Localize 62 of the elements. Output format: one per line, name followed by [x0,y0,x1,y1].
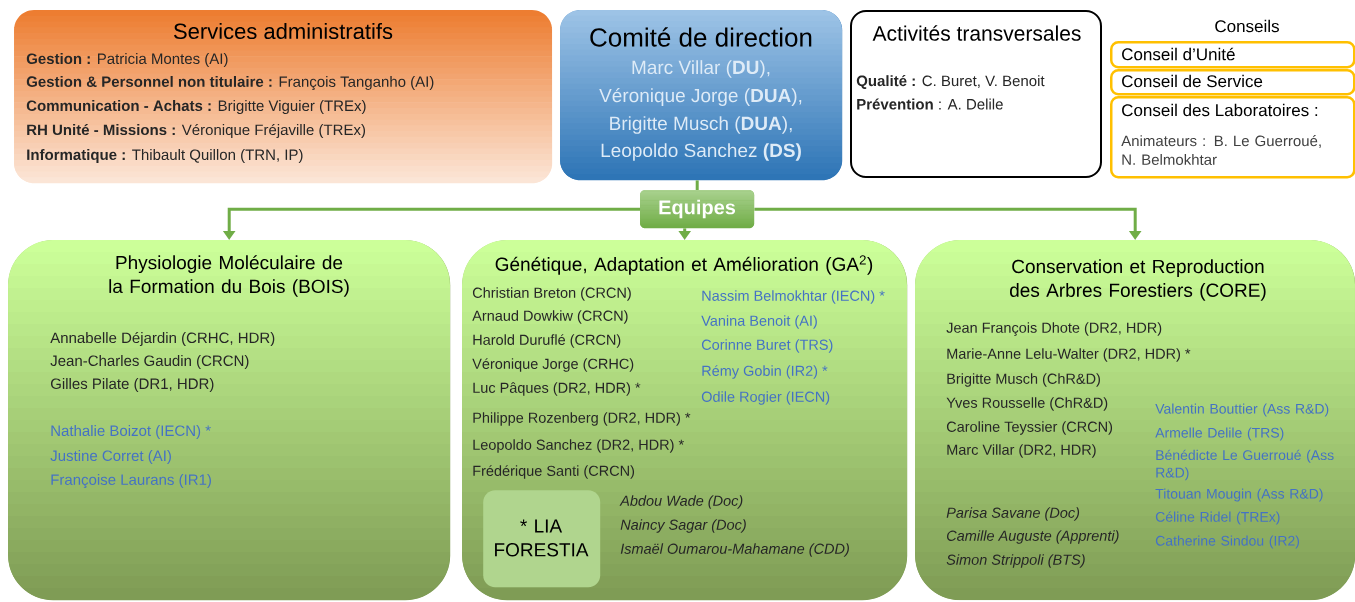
member-name: Leopoldo Sanchez (DS) [601,143,801,161]
service-line: Communication - Achats : Brigitte Viguier (TREx) [26,100,366,114]
person-name: Rémy Gobin (IR2) * [702,365,828,379]
person-name: Arnaud Dowkiw (CRCN) [472,310,628,324]
team-title: Génétique, Adaptation et Amélioration (GA$^{2}$) [495,255,873,275]
activity-line: Qualité : C. Buret, V. Benoit [856,75,1045,89]
heading: Conseils [1215,19,1279,33]
person-name: Justine Corret (AI) [50,450,171,464]
service-line: Gestion & Personnel non titulaire : François Tanganho (AI) [26,75,434,91]
team-title: Conservation et Reproduction des Arbres Forestiers (CORE) [1010,259,1266,301]
person-name: Christian Breton (CRCN) [472,287,631,301]
person-name: Naincy Sagar (Doc) [620,519,746,533]
person-name: Titouan Mougin (Ass R&D) [1155,488,1323,502]
person-name: Annabelle Déjardin (CRHC, HDR) [50,331,275,347]
lab-name: * LIA FORESTIA [495,519,589,557]
member-name: Marc Villar (DU), [632,60,770,78]
person-name: Abdou Wade (Doc) [619,495,743,509]
person-name: Brigitte Musch (ChR&D) [947,373,1100,387]
person-name: Simon Strippoli (BTS) [946,554,1085,568]
person-name: Valentin Bouttier (Ass R&D) [1155,403,1329,417]
person-name: Frédérique Santi (CRCN) [473,465,635,479]
team-title: Physiologie Moléculaire de la Formation du Bois (BOIS) [109,255,349,297]
heading: Activités transversales [872,25,1081,41]
council-title: Conseil des Laboratoires : [1122,103,1318,117]
person-name: Marie-Anne Lelu-Walter (DR2, HDR) * [947,348,1191,362]
person-name: Bénédicte Le Guerroué (Ass R&D) [1156,449,1334,481]
council-title: Conseil d’Unité [1122,47,1235,61]
council-title: Conseil de Service [1122,74,1263,88]
person-name: Gilles Pilate (DR1, HDR) [50,378,214,392]
person-name: Marc Villar (DR2, HDR) [947,444,1096,458]
member-name: Brigitte Musch (DUA), [610,116,792,134]
heading: Services administratifs [174,22,393,40]
person-name: Harold Duruflé (CRCN) [473,334,621,348]
person-name: Vanina Benoit (AI) [701,315,817,329]
person-name: Luc Pâques (DR2, HDR) * [473,382,641,396]
person-name: Yves Rousselle (ChR&D) [946,397,1108,411]
person-name: Caroline Teyssier (CRCN) [946,421,1113,435]
service-line: Gestion : Patricia Montes (AI) [26,53,228,67]
service-line: Informatique : Thibault Quillon (TRN, IP) [27,149,303,163]
member-name: Véronique Jorge (DUA), [599,88,802,106]
person-name: Armelle Delile (TRS) [1155,427,1284,441]
council-note: Animateurs : B. Le Guerroué, N. Belmokhtar [1121,135,1321,165]
service-line: RH Unité - Missions : Véronique Fréjaville (TREx) [27,123,365,139]
person-name: Jean-Charles Gaudin (CRCN) [50,355,249,369]
person-name: Nathalie Boizot (IECN) * [51,425,211,439]
person-name: Camille Auguste (Apprenti) [947,530,1119,544]
person-name: Corinne Buret (TRS) [701,339,833,353]
connector-arrow [754,207,1142,240]
person-name: Catherine Sindou (IR2) [1155,535,1300,549]
person-name: Parisa Savane (Doc) [946,507,1080,521]
person-name: Céline Ridel (TREx) [1155,511,1280,525]
person-name: Jean François Dhote (DR2, HDR) [946,322,1162,336]
person-name: Nassim Belmokhtar (IECN) * [702,290,885,304]
heading: Comité de direction [590,27,812,47]
heading: Equipes [659,199,736,219]
person-name: Leopoldo Sanchez (DR2, HDR) * [473,439,684,453]
person-name: Ismaël Oumarou-Mahamane (CDD) [620,543,849,557]
person-name: Véronique Jorge (CRHC) [472,358,634,372]
person-name: Françoise Laurans (IR1) [51,473,211,488]
activity-line: Prévention : A. Delile [857,98,1003,110]
person-name: Philippe Rozenberg (DR2, HDR) * [473,412,691,426]
person-name: Odile Rogier (IECN) [701,391,830,405]
